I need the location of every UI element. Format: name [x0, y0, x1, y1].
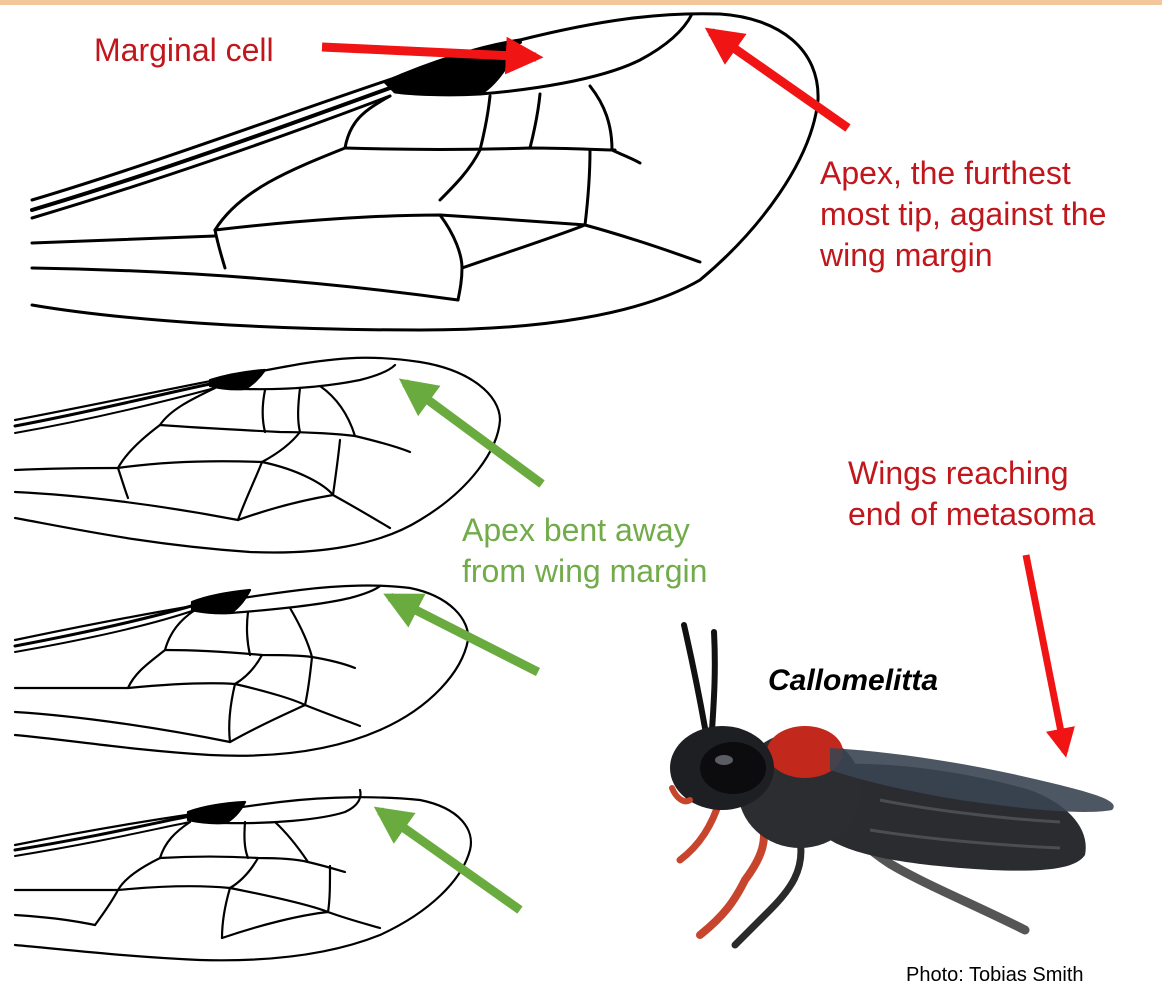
apex-bent-label-line-2: from wing margin — [462, 551, 707, 592]
apex-label-line-2: most tip, against the — [820, 194, 1106, 235]
wings-reaching-label-line-1: Wings reaching — [848, 453, 1095, 494]
marginal-cell-label: Marginal cell — [94, 30, 274, 71]
bent-apex-arrow-2 — [390, 597, 538, 672]
wing-large-subcosta — [32, 96, 390, 218]
wing-third — [15, 586, 468, 756]
apex-arrow — [711, 32, 848, 128]
apex-label-line-1: Apex, the furthest — [820, 153, 1106, 194]
marginal-cell-text: Marginal cell — [94, 32, 274, 68]
bent-apex-arrow-3 — [380, 811, 520, 910]
wing-second — [15, 358, 500, 553]
wings-reaching-label: Wings reaching end of metasoma — [848, 453, 1095, 535]
wings-reaching-label-line-2: end of metasoma — [848, 494, 1095, 535]
wing-second-stigma — [210, 370, 265, 389]
wing-fourth — [15, 790, 471, 960]
species-name: Callomelitta — [768, 664, 938, 698]
apex-label-line-3: wing margin — [820, 235, 1106, 276]
photo-credit: Photo: Tobias Smith — [906, 964, 1084, 987]
wing-fourth-stigma — [188, 802, 245, 823]
wing-third-stigma — [192, 590, 250, 613]
bent-apex-arrow-1 — [405, 383, 542, 484]
apex-bent-label: Apex bent away from wing margin — [462, 510, 707, 592]
apex-bent-label-line-1: Apex bent away — [462, 510, 707, 551]
apex-label: Apex, the furthest most tip, against the… — [820, 153, 1106, 276]
wing-second-outline — [15, 358, 500, 553]
wings-reaching-arrow — [1026, 555, 1065, 752]
